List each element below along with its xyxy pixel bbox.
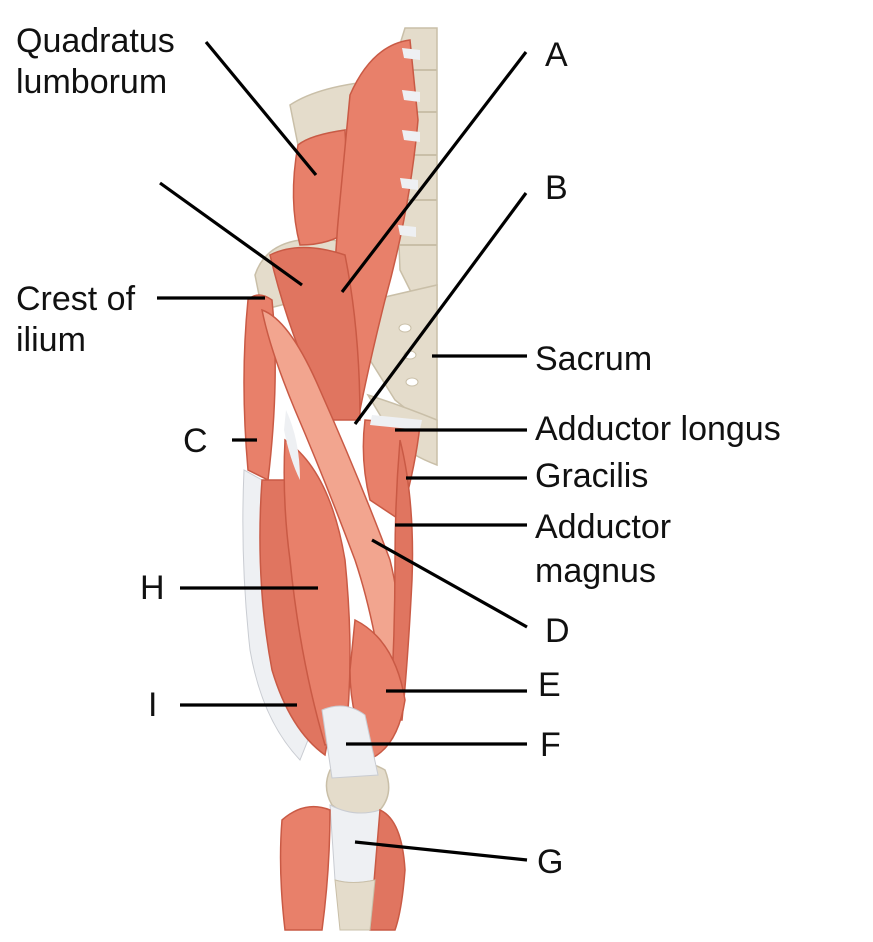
muscles xyxy=(242,39,422,931)
label-gracilis: Gracilis xyxy=(535,457,649,495)
leader-quadratus xyxy=(204,40,318,177)
leader-a xyxy=(340,51,528,293)
leader-unlabeled xyxy=(159,181,303,287)
label-adductor-longus: Adductor longus xyxy=(535,410,781,448)
label-h: H xyxy=(140,569,165,607)
quadratus-lumborum-muscle xyxy=(292,129,351,246)
label-c: C xyxy=(183,422,208,460)
label-f: F xyxy=(540,726,561,764)
label-crest-line1: Crest of xyxy=(16,280,136,318)
label-crest-line2: ilium xyxy=(16,321,86,359)
label-adductor-magnus-line1: Adductor xyxy=(535,508,672,546)
iliacus-muscle xyxy=(269,246,361,421)
label-b: B xyxy=(545,169,568,207)
label-e: E xyxy=(538,666,561,704)
tendon-highlights xyxy=(284,48,422,480)
label-adductor-magnus-line2: magnus xyxy=(535,552,656,590)
lateral-hip-muscle xyxy=(243,294,276,482)
adductor-longus-muscle xyxy=(362,419,421,522)
tibialis-anterior-muscle xyxy=(279,805,331,931)
label-a: A xyxy=(545,36,568,74)
leader-g xyxy=(354,840,528,862)
leader-b xyxy=(353,192,528,425)
label-i: I xyxy=(148,686,158,724)
leader-lines xyxy=(157,40,528,862)
label-quadratus-line1: Quadratus xyxy=(16,22,175,60)
label-g: G xyxy=(537,843,564,881)
medial-calf-muscle xyxy=(369,808,406,931)
shin-bone xyxy=(334,879,376,931)
label-sacrum: Sacrum xyxy=(535,340,653,378)
quadriceps-tendon xyxy=(321,705,379,779)
label-quadratus-line2: lumborum xyxy=(16,63,168,101)
leader-d xyxy=(371,538,528,629)
label-d: D xyxy=(545,612,570,650)
